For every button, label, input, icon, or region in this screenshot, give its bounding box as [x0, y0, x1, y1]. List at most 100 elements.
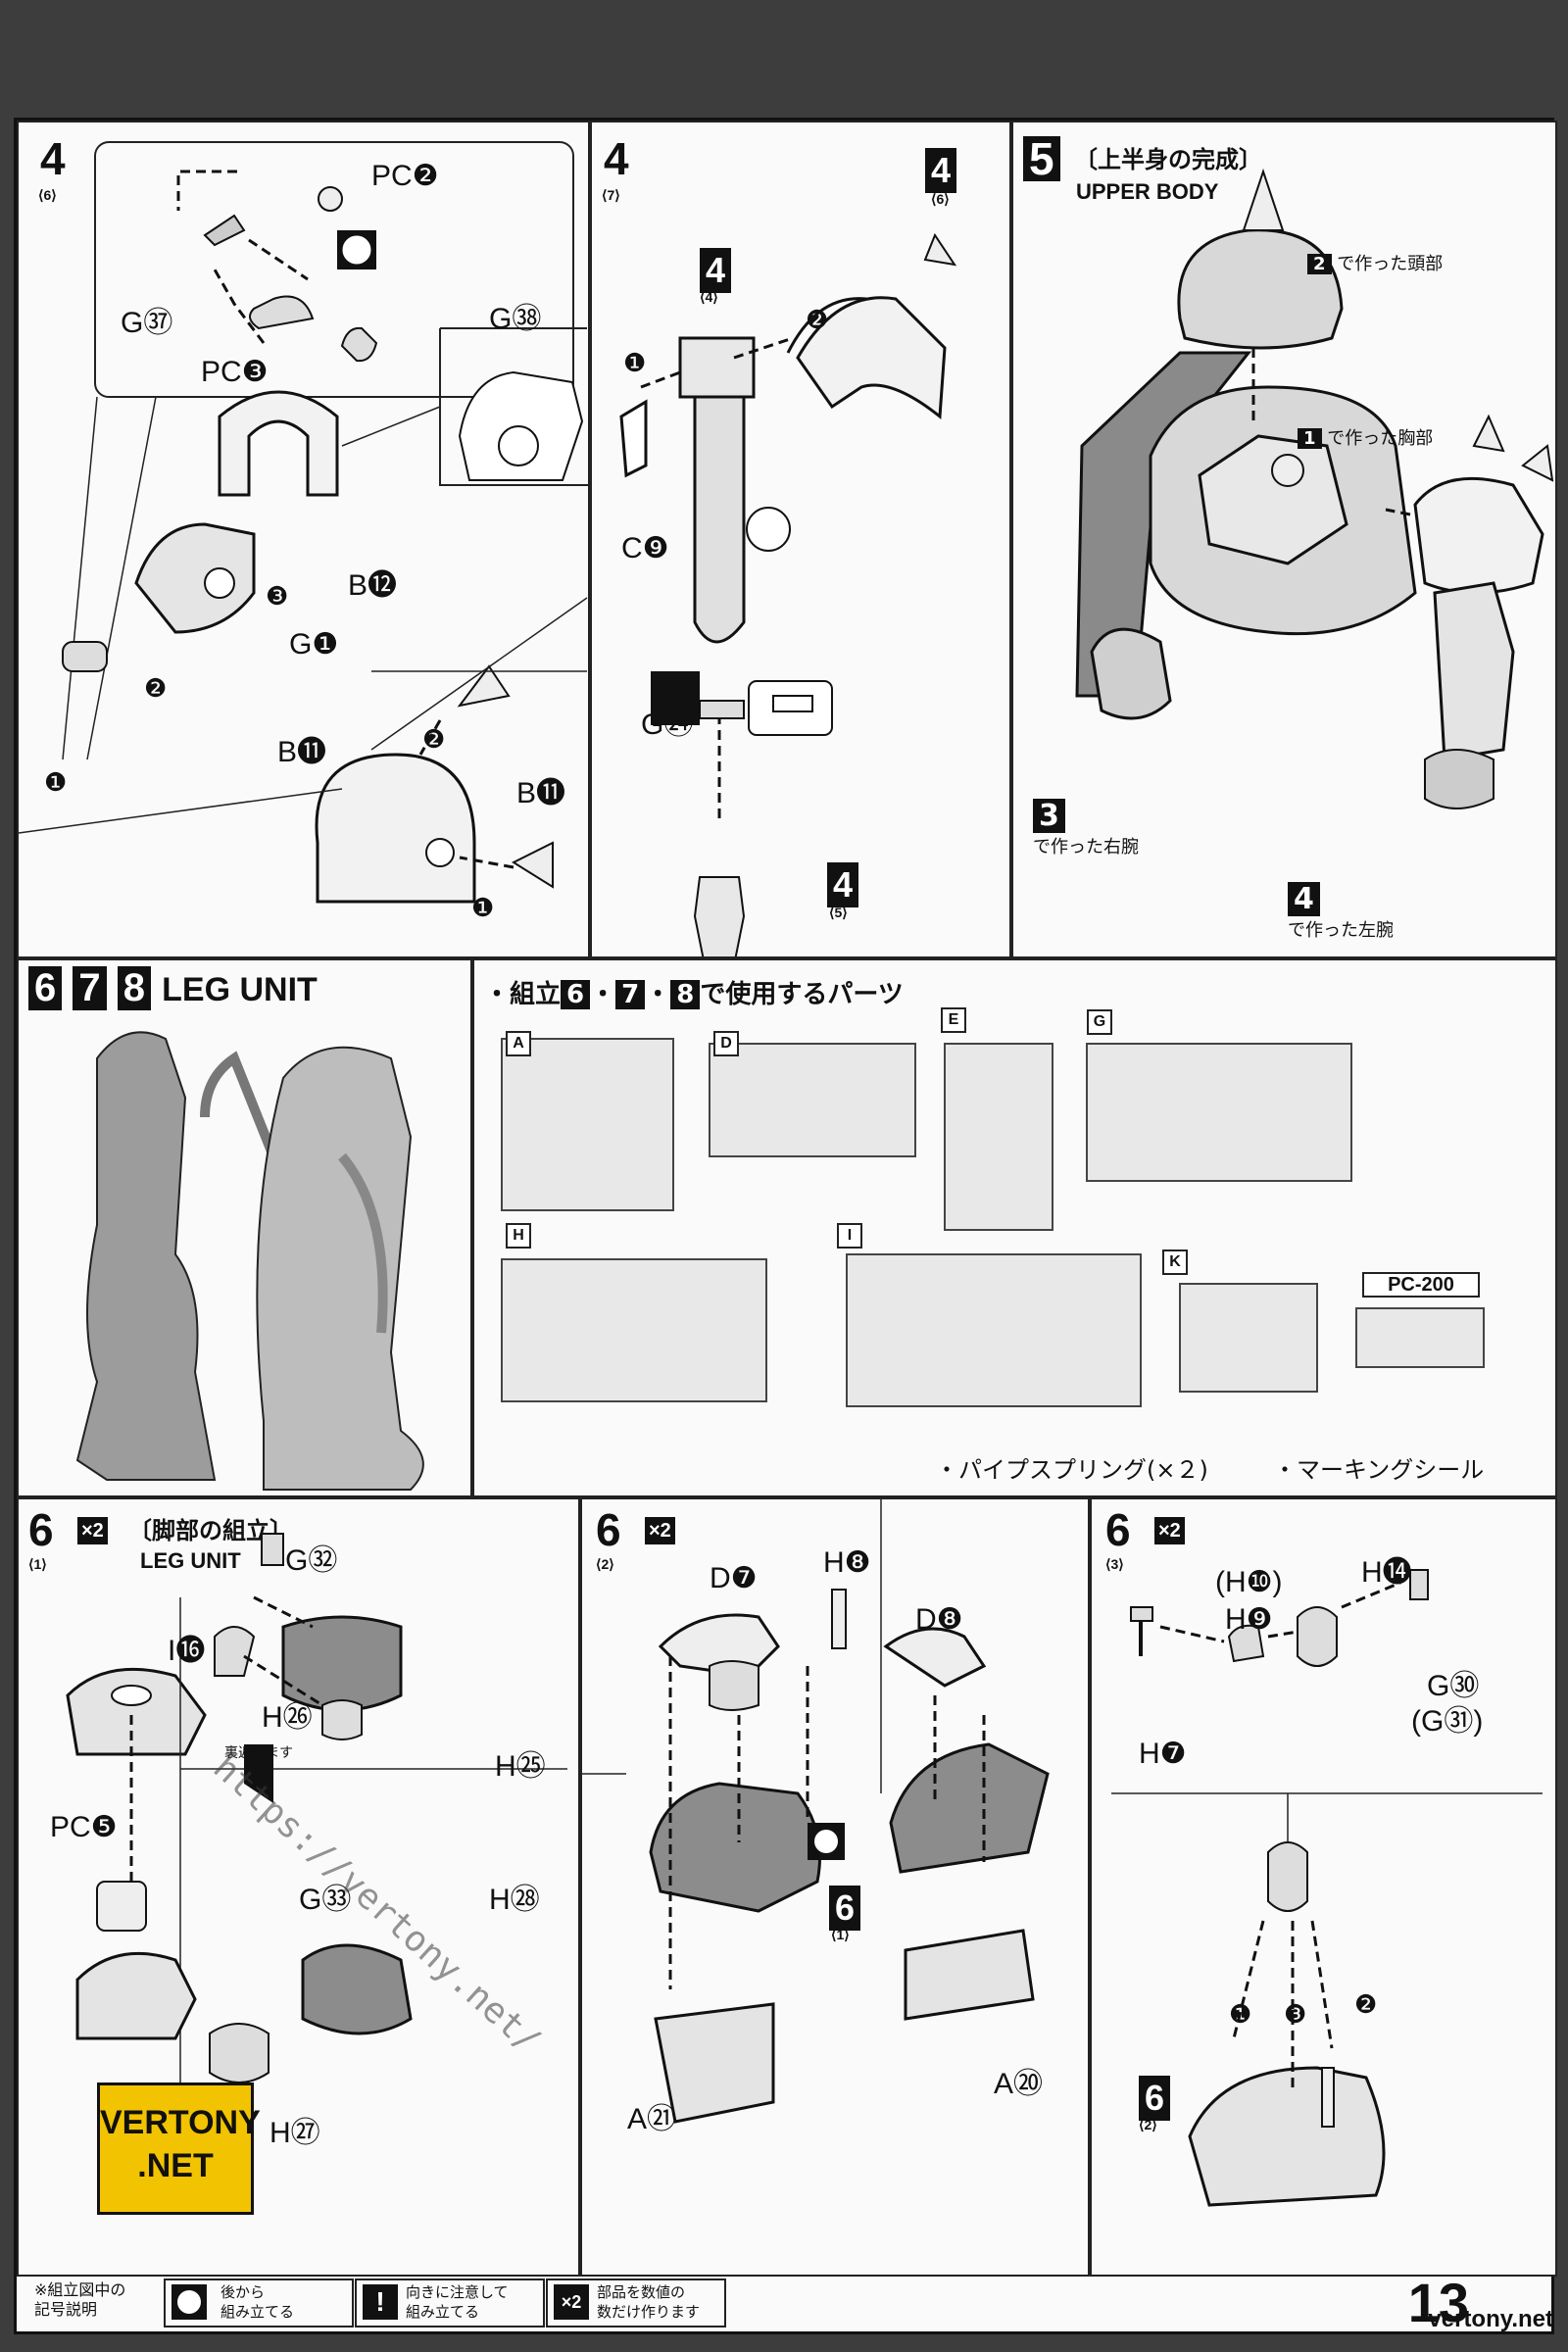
part-label-g37: G㊲ — [121, 307, 173, 339]
part-label-a20: A⑳ — [994, 2068, 1044, 2100]
corner-watermark: vertony.net — [1428, 2306, 1553, 2332]
step-number: 6 — [28, 1504, 54, 1555]
step-sub: ⟨7⟩ — [602, 187, 620, 203]
part-label-pc5: PC❺ — [50, 1811, 118, 1843]
step-6-1-panel: 6 ×2 ⟨1⟩ 〔脚部の組立〕 LEG UNIT G㉜ I⓰ H㉖ H㉕ — [17, 1497, 580, 2277]
instruction-sheet: 4 ⟨6⟩ — [14, 118, 1557, 2334]
extra-pipe-spring: ・パイプスプリング(×２) — [935, 1456, 1208, 1484]
upper-body-diagram — [1075, 168, 1554, 809]
part-label-g1: G❶ — [289, 628, 339, 661]
step-6-2-panel: 6 ×2 ⟨2⟩ D❼ H❽ D❽ A㉑ A⑳ 6 ⟨1⟩ — [580, 1497, 1090, 2277]
ref-step-4-5-box: 4 — [827, 862, 859, 907]
part-label-h14: H⓮ — [1361, 1556, 1412, 1589]
exclamation-icon: ! — [363, 2284, 398, 2320]
step-title-en: LEG UNIT — [140, 1548, 241, 1573]
leg-unit-preview-panel: 6 7 8 LEG UNIT — [17, 958, 472, 1497]
leg-step-numbers: 6 7 8 LEG UNIT — [28, 966, 318, 1010]
runner-tag-a: A — [506, 1031, 531, 1056]
ref-sub-4-5: ⟨5⟩ — [829, 905, 848, 920]
runner-tag-d: D — [713, 1031, 739, 1056]
multiplier-x2: ×2 — [77, 1517, 108, 1544]
step-sub: ⟨1⟩ — [28, 1556, 47, 1572]
part-label-b12: B⓬ — [348, 569, 398, 602]
runner-sprues — [501, 1038, 1485, 1407]
ref-sub-4-4: ⟨4⟩ — [700, 289, 718, 305]
runner-tag-i: I — [837, 1223, 862, 1249]
part-label-d7: D❼ — [710, 1562, 758, 1594]
part-label-h8: H❽ — [823, 1546, 871, 1579]
part-label-h25: H㉕ — [495, 1750, 546, 1783]
note-head: 2 で作った頭部 — [1307, 250, 1443, 275]
step-sub: ⟨3⟩ — [1105, 1556, 1124, 1572]
part-label-h7: H❼ — [1139, 1738, 1187, 1770]
part-label-b11-left: B⓫ — [277, 736, 327, 768]
part-label-h27: H㉗ — [270, 2117, 320, 2149]
step-6-3-diagram — [1111, 1569, 1543, 2207]
ref-sub-6-2: ⟨2⟩ — [1139, 2117, 1157, 2132]
ref-step-6-1: 6 — [829, 1886, 861, 1931]
symbol-legend: ※組立図中の 記号説明 後から組み立てる ! 向きに注意して組み立てる ×2 部… — [17, 2271, 1557, 2333]
step-4-7-diagram — [619, 232, 957, 956]
step-6-2-diagram — [582, 1499, 1050, 2124]
circle-half-icon — [172, 2284, 207, 2320]
part-label-h26: H㉖ — [262, 1701, 313, 1734]
part-label-b11-right: B⓫ — [516, 777, 566, 809]
arrow-step-3: ❸ — [1284, 1999, 1307, 2029]
part-label-h9: H❾ — [1225, 1603, 1273, 1636]
multiplier-icon: ×2 — [554, 2284, 589, 2320]
arrow-step-2: ❷ — [1354, 1989, 1378, 2019]
step-sub: ⟨6⟩ — [38, 187, 57, 203]
legend-item-later: 後から組み立てる — [164, 2278, 354, 2328]
arrow-step-2b: ❷ — [422, 724, 446, 754]
part-label-g33: G㉝ — [299, 1884, 352, 1916]
step-number: 4 — [604, 133, 629, 184]
arrow-step-2: ❷ — [806, 305, 829, 334]
step-number: 4 — [40, 133, 66, 184]
part-label-h10-alt: (H❿) — [1215, 1566, 1283, 1598]
step-sub: ⟨2⟩ — [596, 1556, 614, 1572]
ref-step-6-2: 6 — [1139, 2076, 1171, 2121]
step-title-en: UPPER BODY — [1076, 179, 1219, 204]
arrow-step-2: ❷ — [144, 673, 168, 703]
note-chest: 1 で作った胸部 — [1298, 424, 1433, 450]
arrow-step-1: ❶ — [623, 348, 647, 377]
ref-step-4-4: 4 — [700, 248, 732, 293]
ref-sub-6-1: ⟨1⟩ — [831, 1927, 850, 1942]
part-label-g38: G㊳ — [489, 303, 542, 335]
step-4-6-panel: 4 ⟨6⟩ — [17, 121, 590, 958]
multiplier-x2: ×2 — [1154, 1517, 1185, 1544]
legend-item-orientation: ! 向きに注意して組み立てる — [355, 2278, 545, 2328]
step-4-6-diagram — [19, 141, 588, 904]
part-label-c9: C❾ — [621, 532, 669, 564]
arrow-step-1: ❶ — [1229, 1999, 1252, 2029]
step-6-1-diagram — [66, 1533, 567, 2136]
step-number: 6 — [596, 1504, 621, 1555]
flip-note: 裏返します — [224, 1745, 293, 1761]
part-label-g24: G㉔ — [641, 709, 694, 741]
runner-tag-g: G — [1087, 1009, 1112, 1035]
part-label-g30: G㉚ — [1427, 1670, 1480, 1702]
step-title-jp: 〔上半身の完成〕 — [1074, 147, 1262, 173]
ref-sub-4-6: ⟨6⟩ — [931, 191, 950, 207]
leg-preview-render — [75, 1031, 424, 1491]
step-4-7-panel: 4 ⟨7⟩ 4 ⟨6⟩ 4 ⟨4⟩ 4 C❾ G㉔ ❶ ❷ 4 ⟨5⟩ — [590, 121, 1011, 958]
step-number: 5 — [1023, 136, 1060, 181]
vertony-badge: VERTONY .NET — [97, 2082, 261, 2215]
extra-marking-seal: ・マーキングシール — [1273, 1456, 1485, 1484]
multiplier-x2: ×2 — [645, 1517, 675, 1544]
legend-title: ※組立図中の 記号説明 — [34, 2280, 126, 2319]
part-label-d8: D❽ — [915, 1603, 963, 1636]
page-number: 13 — [1407, 2272, 1469, 2333]
ref-step-4-6: 4 — [925, 148, 957, 193]
part-label-pc3: PC❸ — [201, 356, 269, 388]
part-label-a21: A㉑ — [627, 2103, 677, 2135]
arrow-step-3: ❸ — [266, 581, 289, 611]
step-5-panel: 5 〔上半身の完成〕 UPPER BODY 2 で作った頭部 1 で作った胸部 … — [1011, 121, 1557, 958]
part-label-h28: H㉘ — [489, 1884, 540, 1916]
part-label-pc2: PC❷ — [371, 160, 439, 192]
part-label-g32: G㉜ — [285, 1544, 338, 1577]
part-label-i16: I⓰ — [168, 1635, 206, 1667]
